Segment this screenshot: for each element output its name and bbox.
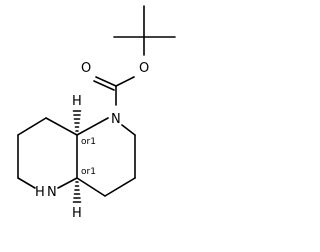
left-ring <box>17 117 78 189</box>
hashed-wedge-top <box>72 110 82 132</box>
bond-carbonyl-double-a <box>95 76 117 87</box>
ester-oxygen-label: O <box>139 61 149 76</box>
tertiary-amine-label: N <box>111 112 121 127</box>
bond-carbonyl-double-b <box>93 80 115 91</box>
bond-c8a-n1 <box>76 117 109 136</box>
stereo-descriptor-bottom: or1 <box>81 167 96 177</box>
hashed-wedge-bottom <box>72 181 82 203</box>
bond-c8a-c8 <box>45 117 78 136</box>
stereo-descriptor-top: or1 <box>81 137 96 147</box>
bond-c6-n5 <box>17 177 36 189</box>
carbamate-group <box>93 76 135 106</box>
bond-ester-oxygen-to-carbonyl-carbon <box>115 76 135 87</box>
molecule-diagram: O O N N H H H or1 or1 <box>17 5 176 221</box>
secondary-amine-h-label: H <box>35 185 45 200</box>
bond-n5-c4a <box>57 177 78 189</box>
bond-c8-c7 <box>17 117 47 136</box>
stereo-hydrogen-bottom-label: H <box>72 206 82 221</box>
structure-canvas: O O N N H H H or1 or1 <box>17 5 176 221</box>
tert-butyl-group <box>113 5 176 56</box>
secondary-amine-n-label: N <box>47 185 57 200</box>
bond-c3-c4 <box>104 177 136 197</box>
carbonyl-oxygen-label: O <box>81 61 91 76</box>
bond-c4-c4a <box>76 177 106 197</box>
bond-n1-c2 <box>121 124 136 136</box>
right-ring <box>76 117 136 197</box>
stereo-hydrogen-top-label: H <box>72 94 82 109</box>
